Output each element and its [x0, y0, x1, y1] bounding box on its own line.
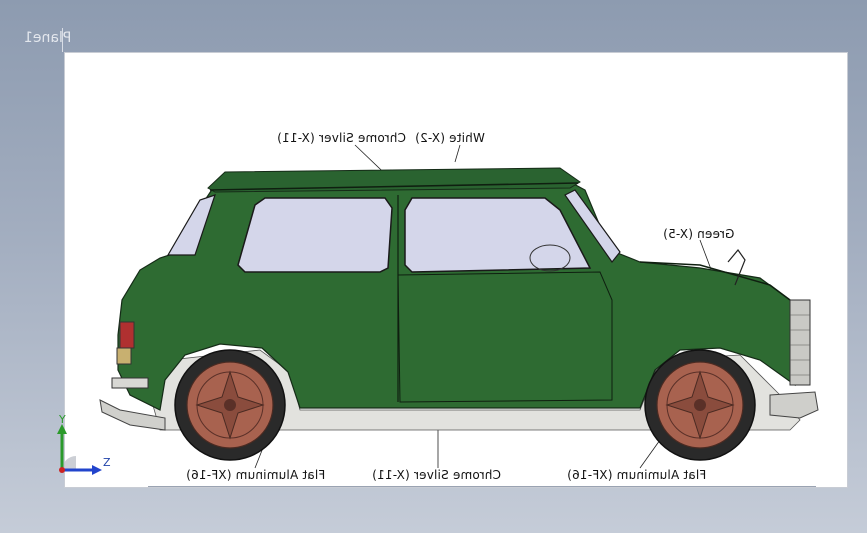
reflector — [116, 347, 132, 365]
callout-white-roof[interactable]: White (X-2) — [415, 131, 485, 145]
mirror — [727, 249, 746, 286]
grille-bars — [790, 314, 810, 376]
windshield — [564, 189, 621, 263]
callout-green-body[interactable]: Green (X-5) — [663, 227, 735, 241]
callout-flat-aluminum-right[interactable]: Flat Aluminum (XF-16) — [567, 468, 707, 482]
coordinate-triad: Y Z — [50, 410, 120, 480]
ground-line — [148, 486, 816, 487]
callout-flat-aluminum-left[interactable]: Flat Aluminum (XF-16) — [186, 468, 326, 482]
plane-edge — [62, 28, 63, 52]
front-wheel — [644, 349, 756, 461]
front-bumper — [99, 399, 166, 431]
callout-chrome-silver-bottom[interactable]: Chrome Silver (X-11) — [372, 468, 501, 482]
steering-wheel — [529, 244, 571, 272]
callout-chrome-silver-top[interactable]: Chrome Silver (X-11) — [277, 131, 406, 145]
rear-window — [166, 194, 216, 256]
rear-wheel — [174, 349, 286, 461]
tail-light — [119, 321, 135, 349]
rear-side-window — [237, 197, 393, 273]
rear-bumper-bar — [111, 377, 149, 389]
hood-line — [639, 261, 791, 301]
rear-bumper — [769, 391, 819, 419]
roof — [207, 167, 581, 193]
door-panel — [397, 271, 613, 403]
y-axis-label: Y — [59, 413, 66, 426]
door-window — [404, 197, 592, 273]
z-axis-label: Z — [103, 456, 111, 469]
front-grille — [789, 299, 811, 386]
